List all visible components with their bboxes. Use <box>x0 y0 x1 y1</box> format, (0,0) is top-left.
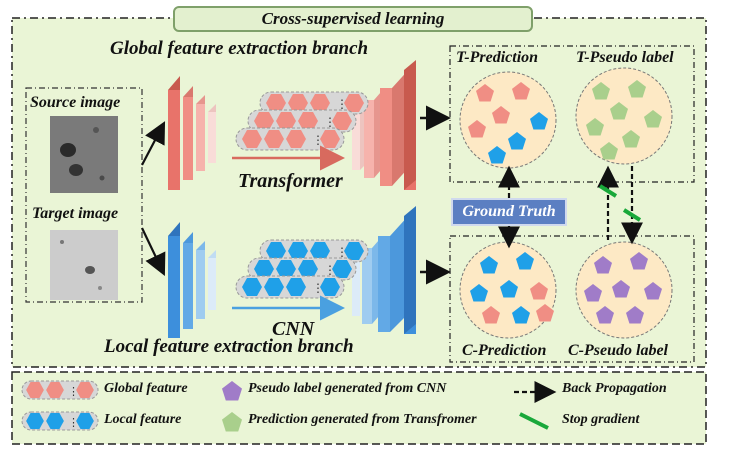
stop-gradient-mark-2 <box>622 208 642 222</box>
svg-text:⋮: ⋮ <box>336 245 348 259</box>
ground-truth-box: Ground Truth <box>451 198 567 226</box>
global-branch-label: Global feature extraction branch <box>110 38 369 59</box>
global-encoder <box>168 76 216 190</box>
svg-text:⋮: ⋮ <box>68 417 79 429</box>
t-pseudo-label: T-Pseudo label <box>576 49 674 66</box>
c-prediction-label: C-Prediction <box>462 342 547 359</box>
stop-gradient-mark-1 <box>598 184 618 198</box>
target-image-label: Target image <box>32 205 119 222</box>
image-frame <box>25 87 143 303</box>
local-encoder <box>168 222 216 338</box>
legend-global-feature-glyph: ⋮ <box>21 380 99 400</box>
t-prediction-label: T-Prediction <box>456 49 539 66</box>
transformer-label: Transformer <box>238 170 343 192</box>
legend-local-feature: Local feature <box>104 412 182 427</box>
legend-global-feature: Global feature <box>104 381 188 396</box>
svg-text:⋮: ⋮ <box>312 281 324 295</box>
source-image-label: Source image <box>30 94 121 111</box>
local-feature-tokens: ⋮ ⋮ ⋮ <box>235 239 369 299</box>
legend-pred-transformer: Prediction generated from Transfromer <box>248 412 477 427</box>
legend-stop-gradient-mark <box>519 412 549 430</box>
svg-text:⋮: ⋮ <box>324 263 336 277</box>
diagram-title: Cross-supervised learning <box>173 6 533 32</box>
target-image <box>50 230 118 300</box>
legend-stop-gradient: Stop gradient <box>562 412 640 427</box>
c-pseudo-label: C-Pseudo label <box>568 342 668 359</box>
top-output-box <box>449 45 695 183</box>
legend-local-feature-glyph: ⋮ <box>21 411 99 431</box>
global-feature-tokens: ⋮ ⋮ ⋮ <box>235 91 369 151</box>
svg-text:⋮: ⋮ <box>312 133 324 147</box>
global-decoder <box>352 60 416 190</box>
legend-panel <box>11 371 707 445</box>
local-branch-label: Local feature extraction branch <box>104 336 354 357</box>
local-decoder <box>352 206 416 334</box>
svg-text:⋮: ⋮ <box>68 386 79 398</box>
svg-text:⋮: ⋮ <box>336 97 348 111</box>
legend-pseudo-cnn: Pseudo label generated from CNN <box>248 381 447 396</box>
source-image <box>50 116 118 193</box>
legend-back-propagation: Back Propagation <box>562 381 667 396</box>
cnn-label: CNN <box>272 318 315 340</box>
bottom-output-box <box>449 235 695 363</box>
svg-text:⋮: ⋮ <box>324 115 336 129</box>
